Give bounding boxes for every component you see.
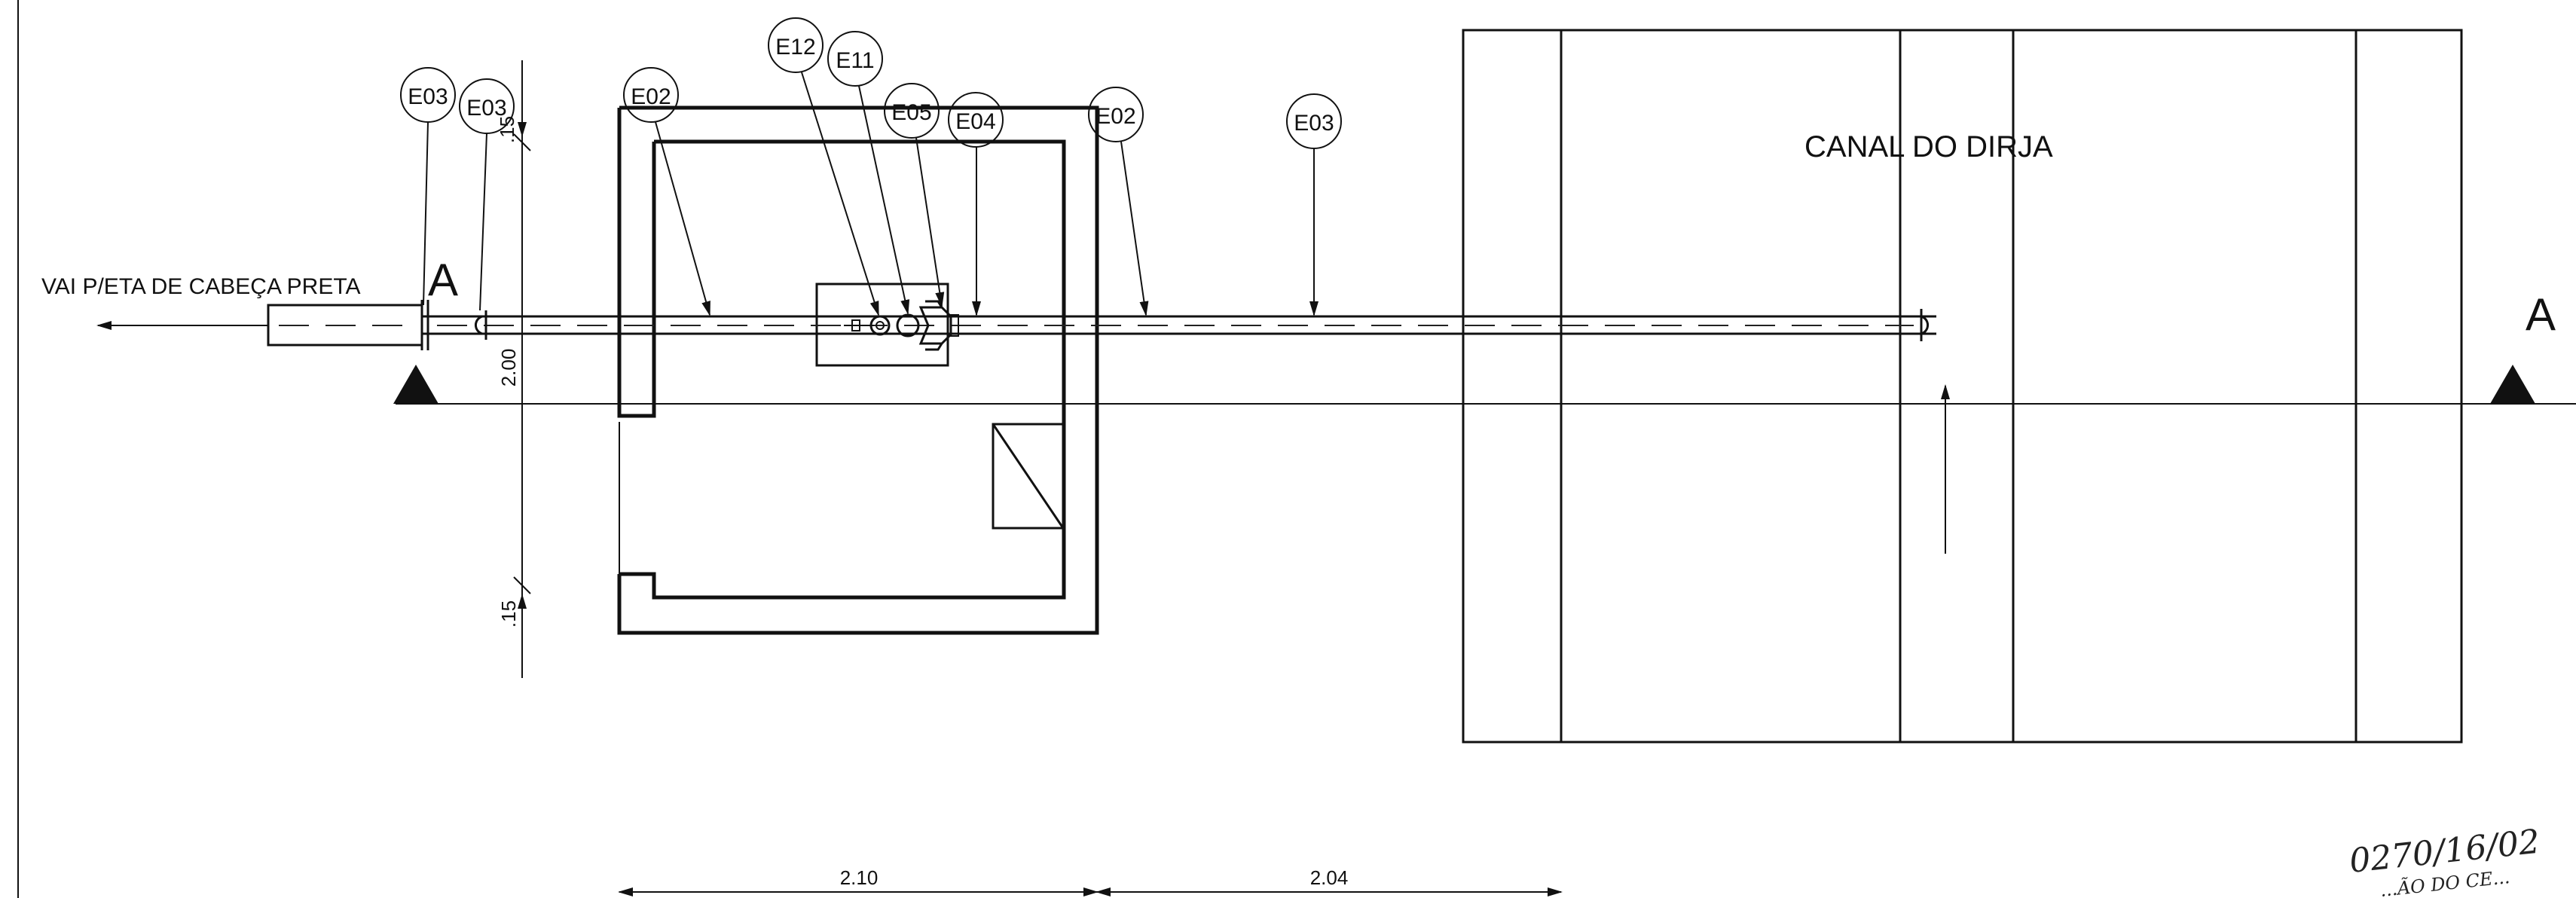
section-label-right: A	[2526, 289, 2556, 340]
destination-label: VAI P/ETA DE CABEÇA PRETA	[41, 274, 360, 299]
callout-bubble	[827, 31, 883, 87]
callout-e03-1: E03	[408, 84, 448, 109]
chamber-walls	[617, 105, 1099, 635]
callout-e12: E12	[775, 35, 815, 60]
callout-e11: E11	[836, 48, 874, 73]
vertical-dimension: .15 2.00 .15	[496, 60, 531, 678]
callout-bubble	[884, 83, 940, 139]
section-label-left: A	[428, 255, 458, 305]
callout-e03-2: E03	[466, 96, 506, 121]
dimension-top: .15	[496, 116, 518, 143]
section-marker-left-icon	[393, 365, 439, 404]
section-marker-right-icon	[2490, 365, 2535, 404]
callout-bubble	[1088, 87, 1144, 142]
callout-bubble	[623, 67, 679, 123]
callout-e02-1: E02	[631, 84, 671, 109]
callout-e02-2: E02	[1095, 104, 1135, 129]
callout-e04: E04	[955, 109, 995, 134]
callout-e03-3: E03	[1294, 111, 1334, 136]
canal-label: CANAL DO DIRJA	[1804, 130, 2053, 163]
horizontal-dimension: 2.10 2.04	[618, 866, 1563, 896]
section-line: A A	[393, 255, 2576, 405]
dimension-horizontal-1: 2.10	[840, 866, 879, 889]
callout-bubble	[768, 17, 824, 73]
valve-assembly-icon	[844, 300, 959, 351]
pipeline: VAI P/ETA DE CABEÇA PRETA	[41, 274, 1936, 350]
handwritten-stamp: 0270/16/02 ...ÃO DO CE...	[2348, 823, 2542, 898]
canal-structure: CANAL DO DIRJA	[1462, 29, 2463, 744]
dimension-middle: 2.00	[497, 349, 520, 387]
callouts: E03 E03 E02 E12 E11 E05 E04 E02 E03	[400, 17, 1342, 316]
dimension-bottom: .15	[497, 600, 520, 628]
callout-e05: E05	[891, 100, 931, 125]
dimension-horizontal-2: 2.04	[1310, 866, 1349, 889]
handwritten-number: 0270/16/02	[2348, 823, 2542, 881]
